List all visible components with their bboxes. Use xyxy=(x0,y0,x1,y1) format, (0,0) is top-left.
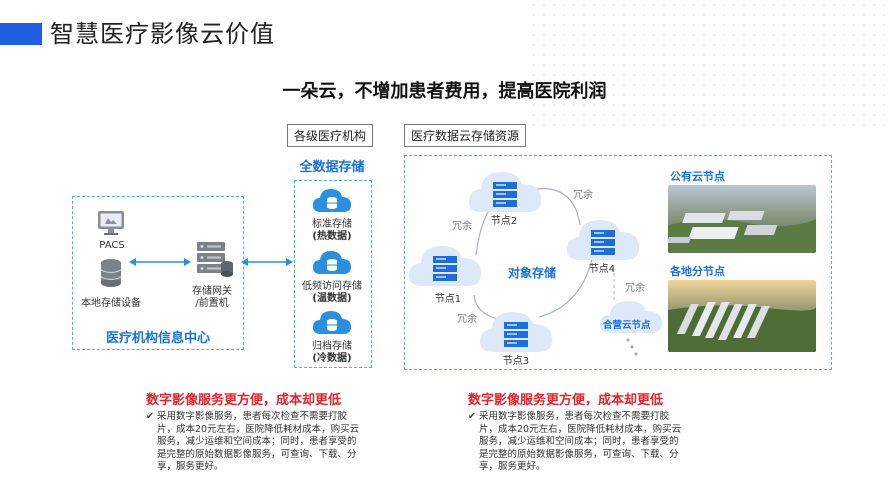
local-storage-label: 本地存储设备 xyxy=(81,298,141,309)
pacs-label: PACS xyxy=(99,240,125,251)
full-storage-label: 全数据存储 xyxy=(299,160,365,175)
tier-sub-hot: (热数据) xyxy=(312,231,352,242)
redundancy-label-2: 冗余 xyxy=(573,190,593,201)
local-storage-icon xyxy=(100,259,122,287)
benefit-text-1: 采用数字影像服务，患者每次检查不需要打胶片，成本20元左右，医院降低耗材成本，购… xyxy=(157,411,360,472)
object-storage-label: 对象存储 xyxy=(508,266,557,280)
public-cloud-datacenter-image xyxy=(668,185,816,253)
redundancy-label-3: 冗余 xyxy=(457,314,477,325)
local-nodes-datacenter-image xyxy=(668,280,816,352)
local-nodes-label: 各地分节点 xyxy=(670,265,725,278)
gateway-tiers-arrow xyxy=(241,258,293,266)
node3-cloud-icon xyxy=(479,312,553,352)
tier-sub-cold: (冷数据) xyxy=(312,353,352,364)
redundancy-label-1: 冗余 xyxy=(452,221,472,232)
headline: 一朵云，不增加患者费用，提高医院利润 xyxy=(282,81,607,102)
benefit-title-2: 数字影像服务更方便，成本却更低 xyxy=(468,393,664,408)
tier-name-hot: 标准存储 xyxy=(312,219,352,230)
benefit-text-2: 采用数字影像服务，患者每次检查不需要打胶片，成本20元左右，医院降低耗材成本，购… xyxy=(479,411,682,472)
pacs-monitor-icon xyxy=(98,211,124,235)
hot-storage-cloud-icon xyxy=(312,189,351,212)
gateway-label-2: /前置机 xyxy=(195,298,229,309)
hospital-center-box xyxy=(72,196,244,350)
node4-cloud-icon xyxy=(566,220,640,260)
joint-cloud-label: 合营云节点 xyxy=(603,320,651,331)
node1-cloud-icon xyxy=(408,246,482,286)
tier-sub-warm: (温数据) xyxy=(312,293,352,304)
tag-cloud-storage-resources: 医疗数据云存储资源 xyxy=(404,124,527,147)
warm-storage-cloud-icon xyxy=(312,251,351,274)
benefit-title-1: 数字影像服务更方便，成本却更低 xyxy=(146,393,342,408)
check-icon: ✔ xyxy=(146,411,154,422)
node1-label: 节点1 xyxy=(434,294,462,305)
gateway-label-1: 存储网关 xyxy=(192,286,232,297)
check-icon: ✔ xyxy=(468,411,476,422)
node2-label: 节点2 xyxy=(490,216,518,227)
tier-name-cold: 归档存储 xyxy=(312,341,352,352)
joint-cloud-icon xyxy=(599,301,662,333)
redundancy-label-4: 冗余 xyxy=(625,283,645,294)
storage-tiers-box xyxy=(294,180,372,368)
tier-name-warm: 低频访问存储 xyxy=(302,281,362,292)
more-nodes-dots xyxy=(626,338,638,356)
hospital-center-label: 医疗机构信息中心 xyxy=(105,331,210,346)
node3-label: 节点3 xyxy=(502,356,530,367)
pacs-gateway-arrow xyxy=(129,258,191,266)
cloud-storage-box xyxy=(404,155,832,370)
cold-storage-cloud-icon xyxy=(312,311,351,334)
page-title: 智慧医疗影像云价值 xyxy=(50,20,275,48)
title-accent-bar xyxy=(0,23,42,45)
dot-grid-decoration xyxy=(529,0,889,130)
gateway-server-icon xyxy=(197,242,233,277)
public-cloud-label: 公有云节点 xyxy=(670,170,725,183)
node2-cloud-icon xyxy=(468,172,542,212)
tag-medical-institutions: 各级医疗机构 xyxy=(287,124,374,147)
node4-label: 节点4 xyxy=(588,264,616,275)
